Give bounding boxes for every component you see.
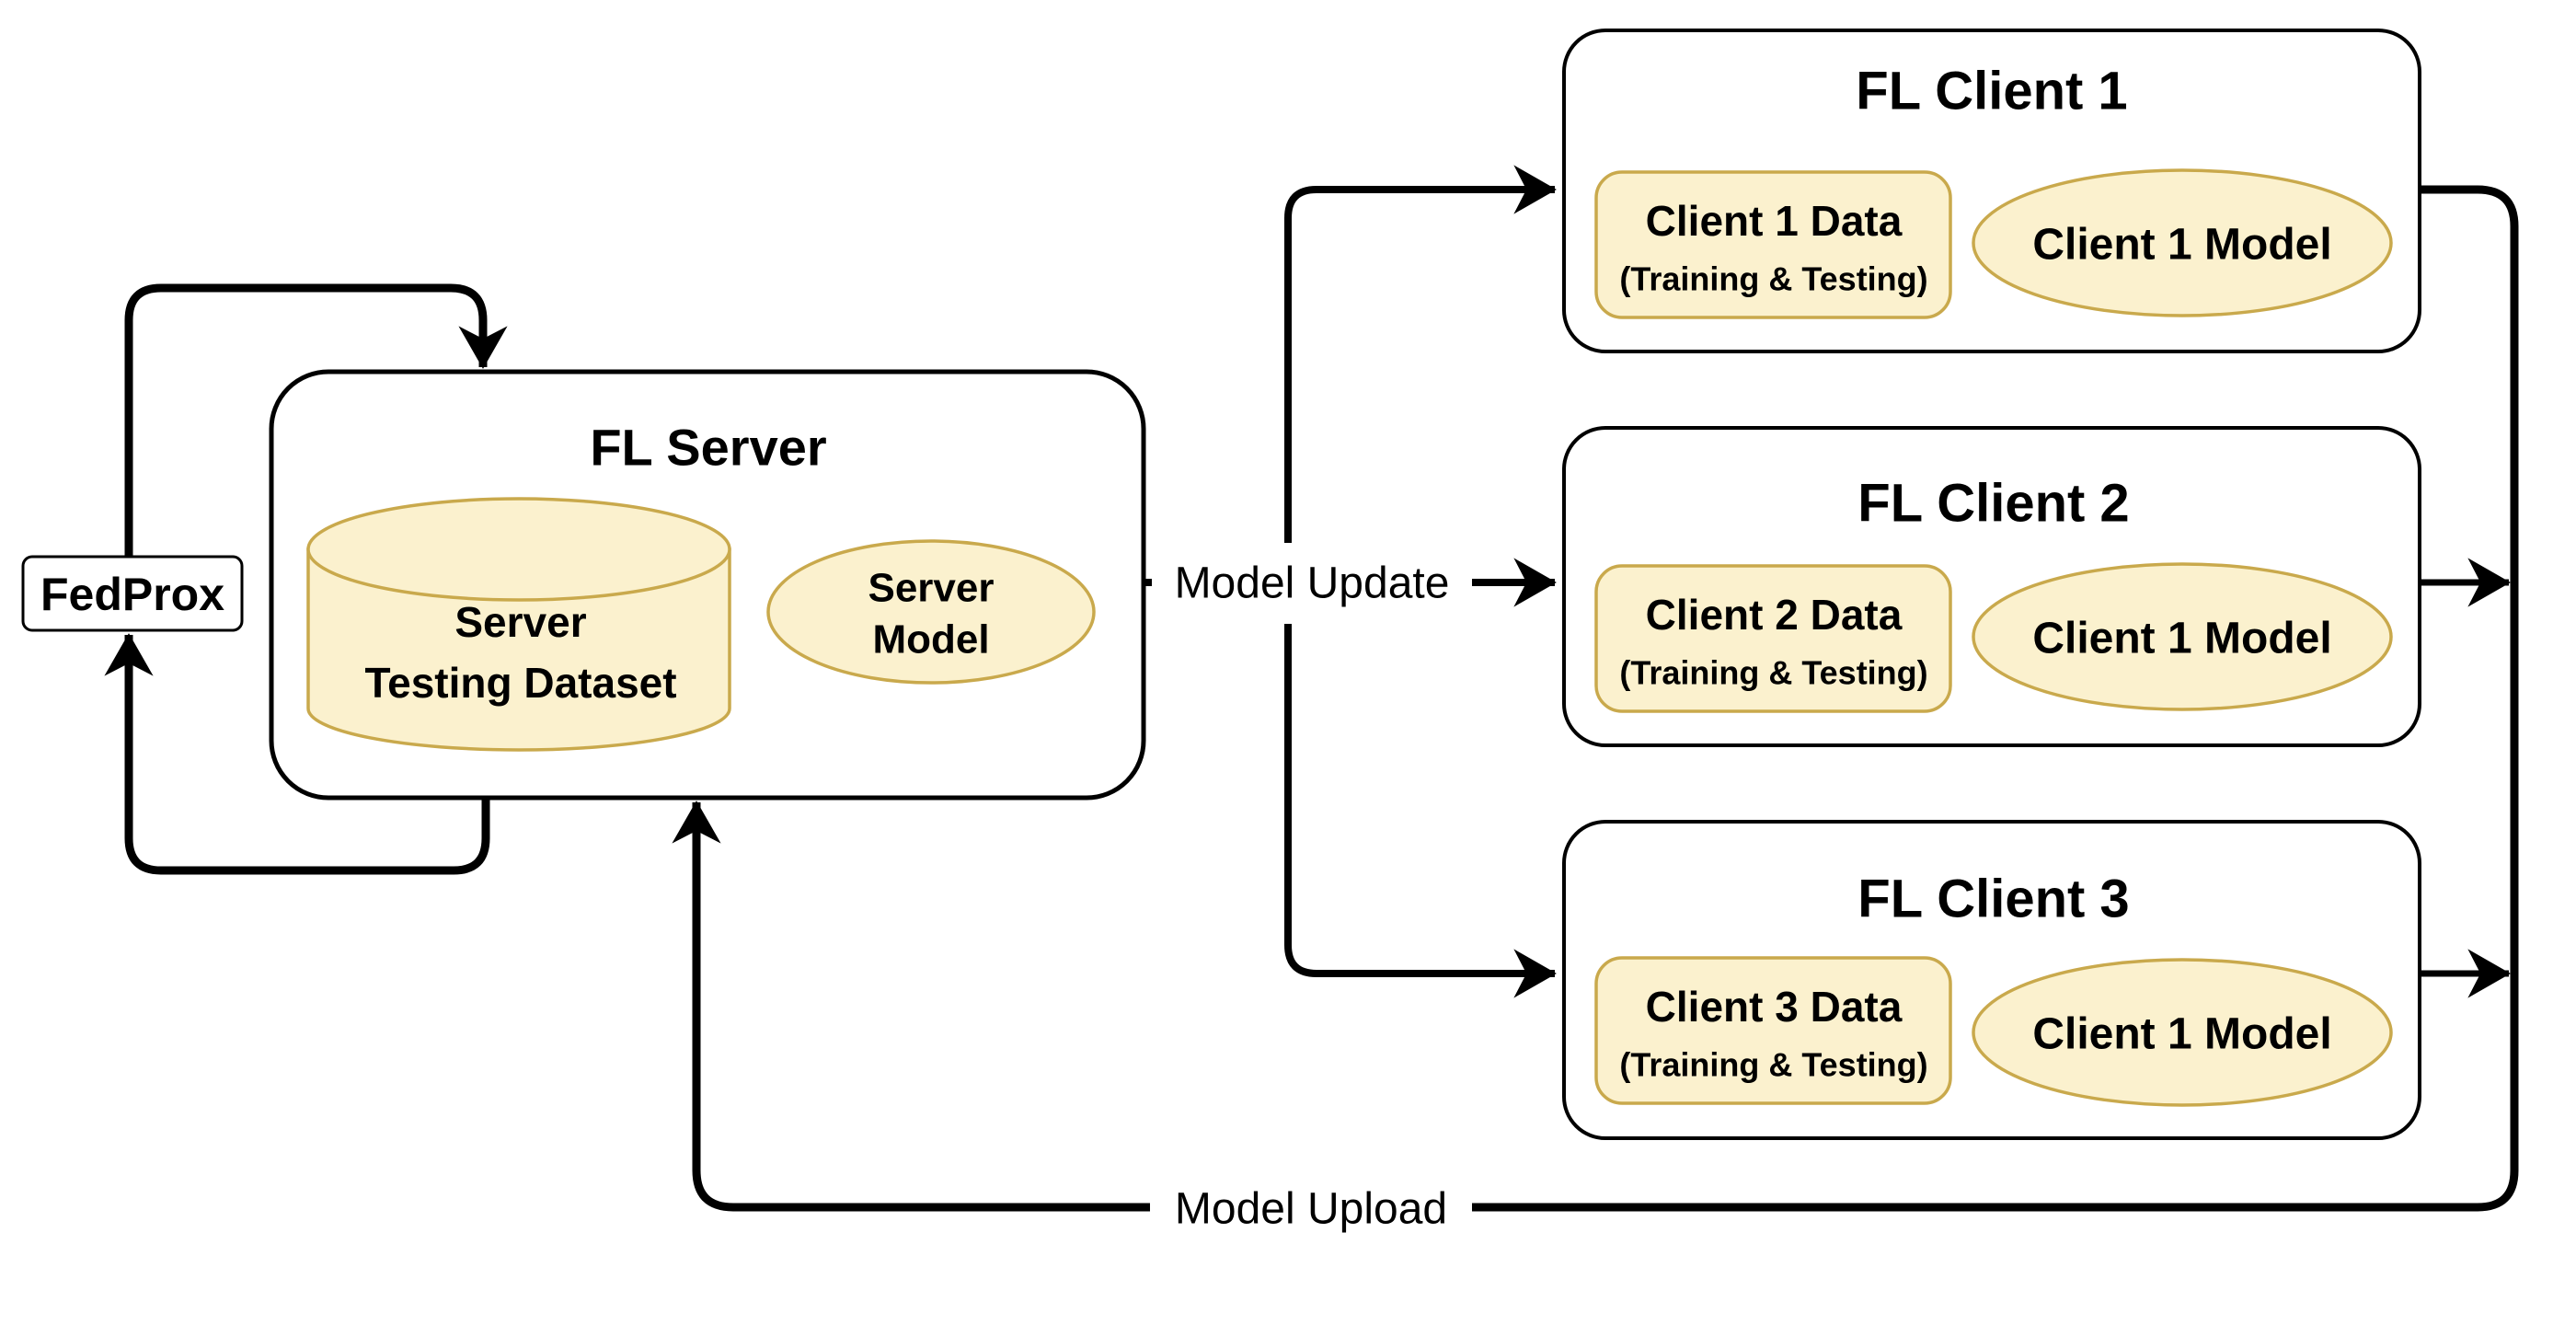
client-2-data-line1: Client 2 Data [1646, 591, 1903, 639]
upload-path-to-server [672, 185, 2519, 1212]
client-3-data-box [1594, 956, 1952, 1105]
fl-client-3-title: FL Client 3 [1857, 870, 2129, 929]
loop-arrow-server-to-fedprox [104, 633, 490, 875]
client-3-data-line2: (Training & Testing) [1619, 1046, 1927, 1084]
model-upload-label: Model Upload [1175, 1185, 1447, 1234]
cylinder-top [306, 497, 731, 602]
client-1-model-shape [1972, 168, 2393, 317]
server-model-shape [766, 539, 1096, 685]
client-1-model-label: Client 1 Model [2032, 221, 2331, 270]
client-2-model-label: Client 1 Model [2032, 615, 2331, 663]
fl-client-1: FL Client 1 Client 1 Data (Training & Te… [1562, 29, 2421, 353]
server-model-ellipse: Server Model [766, 539, 1096, 685]
server-dataset-line2: Testing Dataset [364, 659, 676, 707]
model-update-label-bg [1152, 543, 1472, 624]
fedprox-box [21, 555, 244, 632]
model-update-label: Model Update [1175, 559, 1450, 608]
fl-client-3: FL Client 3 Client 3 Data (Training & Te… [1562, 820, 2421, 1140]
client-1-data-line1: Client 1 Data [1646, 197, 1903, 245]
client-3-model-shape [1972, 958, 2393, 1107]
update-arrow-client3 [1284, 582, 1557, 998]
fl-server-title: FL Server [590, 419, 826, 477]
loop-arrow-fedprox-to-server [124, 283, 508, 559]
server-model-line1: Server [868, 566, 994, 611]
server-testing-dataset-cylinder: Server Testing Dataset [306, 497, 731, 752]
cylinder-body [306, 547, 731, 752]
client-1-data-line2: (Training & Testing) [1619, 260, 1927, 298]
client-3-model-label: Client 1 Model [2032, 1010, 2331, 1059]
server-dataset-line1: Server [454, 598, 586, 646]
fl-client-1-title: FL Client 1 [1856, 62, 2127, 121]
client-1-data-box [1594, 170, 1952, 319]
client-2-data-box [1594, 564, 1952, 713]
update-arrow-client1 [1284, 165, 1557, 582]
client-2-model-shape [1972, 562, 2393, 711]
model-upload-label-bg [1150, 1181, 1472, 1237]
server-model-line2: Model [872, 617, 989, 662]
fedprox-label: FedProx [40, 569, 224, 620]
fl-client-2-title: FL Client 2 [1857, 474, 2129, 534]
fl-client-2: FL Client 2 Client 2 Data (Training & Te… [1562, 426, 2421, 747]
client-2-data-line2: (Training & Testing) [1619, 654, 1927, 692]
client-3-data-line1: Client 3 Data [1646, 983, 1903, 1031]
